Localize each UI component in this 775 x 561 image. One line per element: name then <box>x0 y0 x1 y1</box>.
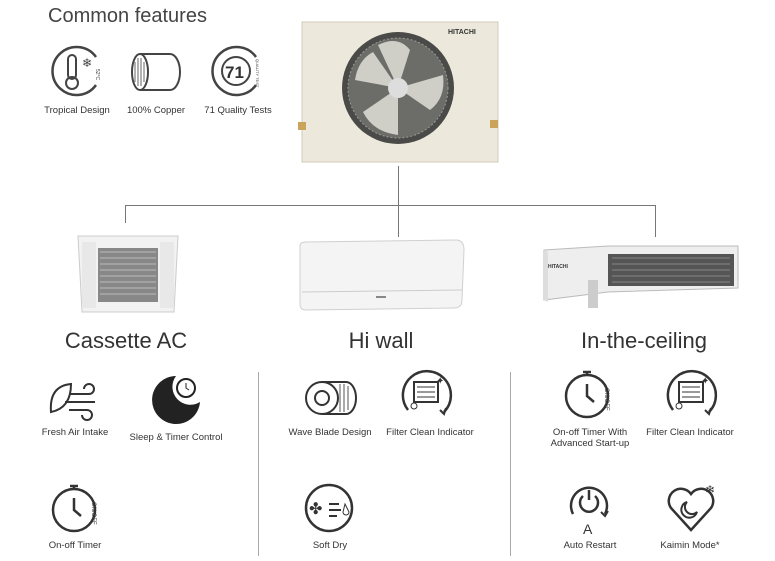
svg-text:❄: ❄ <box>82 56 92 70</box>
svg-text:✦: ✦ <box>701 376 709 387</box>
svg-text:✦: ✦ <box>436 376 444 387</box>
svg-text:71: 71 <box>225 63 244 82</box>
svg-text:❄: ❄ <box>705 483 715 497</box>
wave-blade-icon <box>305 381 357 415</box>
svg-text:✤: ✤ <box>309 501 322 518</box>
svg-text:A: A <box>583 521 593 537</box>
feature-label: Soft Dry <box>312 540 348 551</box>
feature-label: Kaimin Mode* <box>660 540 720 551</box>
feature-label: 100% Copper <box>126 105 186 116</box>
feature-label: On-off Timer <box>48 540 102 551</box>
on-off-timer-advanced-icon: ON/OFF <box>564 370 610 419</box>
thermometer-snowflake-icon: ❄ 52°C <box>51 45 100 97</box>
auto-restart-icon: A <box>569 486 609 537</box>
filter-clean-indicator-icon: ✦ <box>401 369 453 416</box>
product-title-in-the-ceiling: In-the-ceiling <box>581 328 707 353</box>
svg-text:HITACHI: HITACHI <box>548 264 569 270</box>
feature-label: Wave Blade Design <box>288 427 372 438</box>
svg-text:52°C: 52°C <box>94 69 100 81</box>
feature-label: On-off Timer With Advanced Start-up <box>550 427 630 449</box>
svg-text:ON/OFF: ON/OFF <box>603 388 609 411</box>
feature-label: Auto Restart <box>563 540 617 551</box>
svg-text:HITACHI: HITACHI <box>448 29 476 36</box>
hi-wall-ac-image <box>299 239 465 311</box>
cassette-ac-image <box>77 235 179 313</box>
on-off-timer-icon: ON/OFF <box>51 484 97 533</box>
in-the-ceiling-ac-image: HITACHI <box>543 245 739 308</box>
feature-label: 71 Quality Tests <box>204 105 272 116</box>
kaimin-mode-heart-icon: ❄ <box>667 483 715 532</box>
feature-label: Tropical Design <box>44 105 110 116</box>
product-title-cassette: Cassette AC <box>64 328 188 353</box>
soft-dry-icon: ✤ <box>304 483 354 533</box>
feature-label: Fresh Air Intake <box>41 427 109 438</box>
svg-text:ON/OFF: ON/OFF <box>90 502 96 525</box>
outdoor-unit-image: HITACHI <box>298 21 499 163</box>
feature-label: Sleep & Timer Control <box>129 432 223 443</box>
fresh-air-leaf-icon <box>49 382 95 421</box>
feature-label: Filter Clean Indicator <box>646 427 734 438</box>
sleep-timer-moon-icon <box>152 376 200 424</box>
svg-text:QUALITY TEST: QUALITY TEST <box>255 59 260 88</box>
filter-clean-indicator-icon: ✦ <box>666 369 718 416</box>
quality-test-icon: 71 QUALITY TEST <box>211 45 260 97</box>
feature-label: Filter Clean Indicator <box>386 427 474 438</box>
product-title-hi-wall: Hi wall <box>348 328 414 353</box>
page-title: Common features <box>48 5 207 27</box>
copper-pipe-icon <box>131 53 181 91</box>
